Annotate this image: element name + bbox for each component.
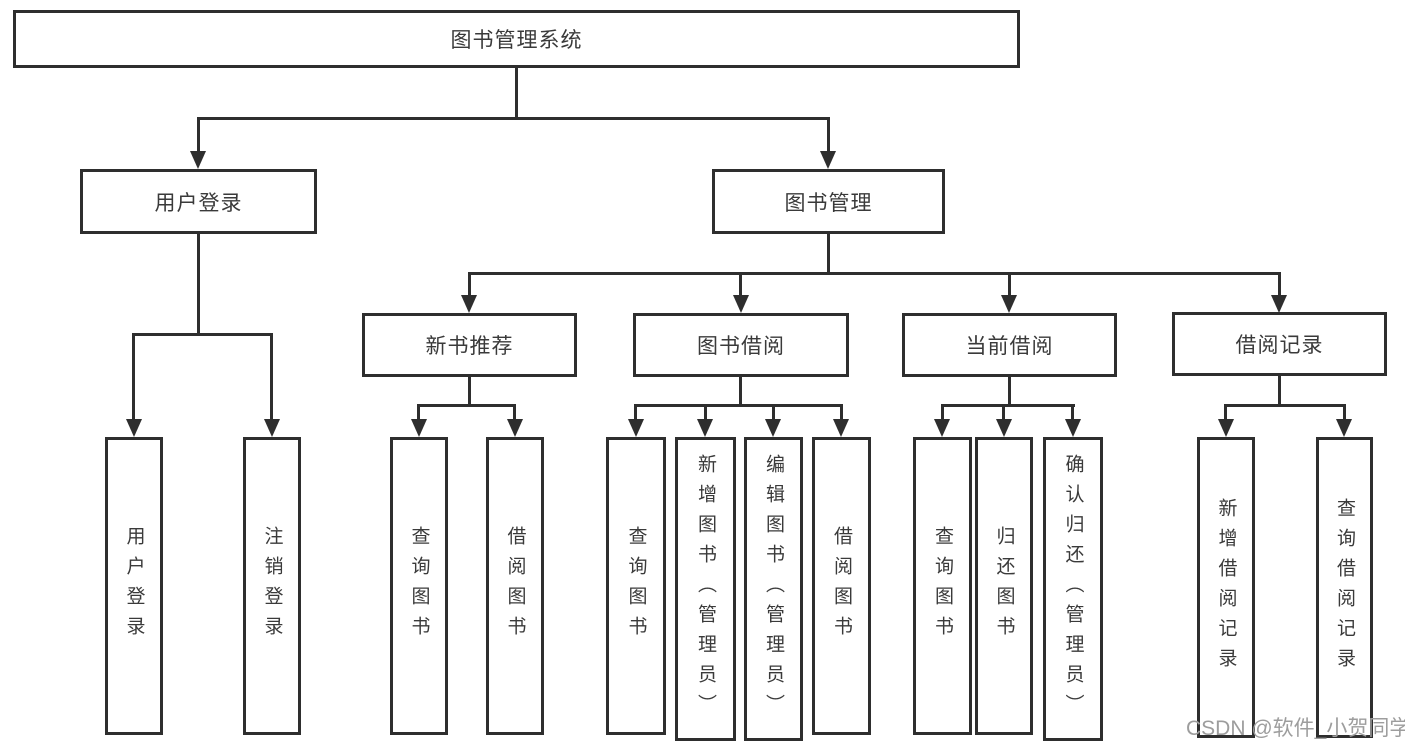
- arrow-down-icon: [1001, 295, 1017, 313]
- leaf-logout-label: 注销登录: [261, 526, 283, 646]
- arrow-down-icon: [411, 419, 427, 437]
- connector-line: [840, 404, 843, 419]
- leaf-borrow-query-books-label: 查询图书: [625, 526, 647, 646]
- leaf-current-query-books-label: 查询图书: [932, 526, 953, 646]
- leaf-borrow-borrow-books-label: 借阅图书: [831, 526, 852, 646]
- connector-line: [417, 404, 516, 407]
- connector-line: [827, 117, 830, 151]
- arrow-down-icon: [628, 419, 644, 437]
- node-book-management-label: 图书管理: [784, 191, 873, 215]
- connector-line: [941, 404, 1075, 407]
- connector-line: [417, 404, 420, 419]
- arrow-down-icon: [1271, 295, 1287, 313]
- leaf-add-borrow-record: 新增借阅记录: [1197, 437, 1255, 738]
- node-borrow-records: 借阅记录: [1172, 312, 1387, 376]
- node-borrow-records-label: 借阅记录: [1235, 334, 1324, 357]
- connector-line: [1343, 404, 1346, 419]
- arrow-down-icon: [697, 419, 713, 437]
- leaf-current-query-books: 查询图书: [913, 437, 972, 735]
- leaf-return-books: 归还图书: [975, 437, 1033, 735]
- leaf-logout: 注销登录: [243, 437, 301, 735]
- arrow-down-icon: [126, 419, 142, 437]
- connector-line: [1224, 404, 1346, 407]
- connector-line: [1008, 272, 1011, 295]
- node-current-borrow: 当前借阅: [902, 313, 1117, 377]
- connector-line: [739, 272, 742, 295]
- node-new-book-recommend: 新书推荐: [362, 313, 577, 377]
- connector-line: [468, 377, 471, 407]
- arrow-down-icon: [190, 151, 206, 169]
- leaf-add-books-admin: 新增图书（管理员）: [675, 437, 736, 741]
- arrow-down-icon: [996, 419, 1012, 437]
- connector-line: [1278, 272, 1281, 295]
- leaf-query-borrow-record: 查询借阅记录: [1316, 437, 1373, 738]
- leaf-query-borrow-record-label: 查询借阅记录: [1334, 497, 1355, 678]
- arrow-down-icon: [461, 295, 477, 313]
- leaf-recommend-borrow-books-label: 借阅图书: [504, 526, 526, 646]
- connector-line: [1224, 404, 1227, 419]
- connector-line: [270, 333, 273, 419]
- leaf-edit-books-admin-label: 编辑图书（管理员）: [763, 454, 784, 724]
- connector-line: [132, 333, 135, 419]
- arrow-down-icon: [1336, 419, 1352, 437]
- leaf-confirm-return-admin-label: 确认归还（管理员）: [1062, 454, 1084, 724]
- arrow-down-icon: [507, 419, 523, 437]
- arrow-down-icon: [820, 151, 836, 169]
- node-root-label: 图书管理系统: [450, 29, 583, 52]
- leaf-add-books-admin-label: 新增图书（管理员）: [695, 454, 716, 724]
- leaf-borrow-query-books: 查询图书: [606, 437, 666, 735]
- arrow-down-icon: [833, 419, 849, 437]
- connector-line: [772, 404, 775, 419]
- leaf-confirm-return-admin: 确认归还（管理员）: [1043, 437, 1103, 741]
- arrow-down-icon: [1065, 419, 1081, 437]
- connector-line: [1002, 404, 1005, 419]
- connector-line: [941, 404, 944, 419]
- leaf-add-borrow-record-label: 新增借阅记录: [1215, 497, 1237, 678]
- connector-line: [197, 117, 200, 151]
- leaf-return-books-label: 归还图书: [993, 526, 1015, 646]
- arrow-down-icon: [765, 419, 781, 437]
- connector-line: [197, 234, 200, 335]
- leaf-recommend-query-books-label: 查询图书: [408, 526, 430, 646]
- connector-line: [468, 272, 471, 295]
- leaf-borrow-borrow-books: 借阅图书: [812, 437, 871, 735]
- leaf-recommend-borrow-books: 借阅图书: [486, 437, 544, 735]
- leaf-user-login: 用户登录: [105, 437, 163, 735]
- connector-line: [634, 404, 843, 407]
- connector-line: [1278, 376, 1281, 407]
- node-user-login-label: 用户登录: [154, 191, 243, 215]
- node-user-login: 用户登录: [80, 169, 317, 234]
- csdn-watermark: CSDN @软件_小贺同学: [1186, 717, 1405, 740]
- node-book-management: 图书管理: [712, 169, 945, 234]
- node-book-borrow-label: 图书借阅: [697, 335, 785, 358]
- leaf-user-login-label: 用户登录: [123, 526, 145, 646]
- connector-line: [1008, 377, 1011, 407]
- connector-line: [132, 333, 273, 336]
- connector-line: [634, 404, 637, 419]
- connector-line: [197, 117, 830, 120]
- leaf-recommend-query-books: 查询图书: [390, 437, 448, 735]
- node-new-book-recommend-label: 新书推荐: [425, 335, 514, 358]
- arrow-down-icon: [934, 419, 950, 437]
- arrow-down-icon: [264, 419, 280, 437]
- connector-line: [468, 272, 1281, 275]
- connector-line: [515, 68, 518, 119]
- connector-line: [739, 377, 742, 407]
- leaf-edit-books-admin: 编辑图书（管理员）: [744, 437, 803, 741]
- connector-line: [704, 404, 707, 419]
- node-root: 图书管理系统: [13, 10, 1020, 68]
- node-book-borrow: 图书借阅: [633, 313, 849, 377]
- connector-line: [513, 404, 516, 419]
- connector-line: [1071, 404, 1074, 419]
- arrow-down-icon: [733, 295, 749, 313]
- connector-line: [827, 234, 830, 274]
- node-current-borrow-label: 当前借阅: [965, 335, 1054, 358]
- arrow-down-icon: [1218, 419, 1234, 437]
